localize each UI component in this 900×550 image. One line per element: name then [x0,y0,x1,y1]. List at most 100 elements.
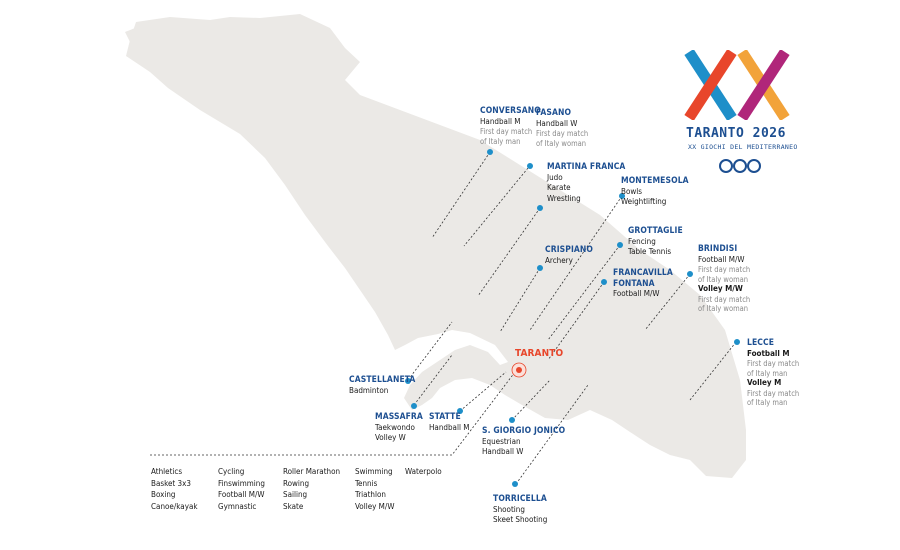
venue-sport: Volley W [375,433,406,442]
venue-dot-martina-franca [537,205,543,211]
venue-label-fasano: FASANO Handball W First day match of Ita… [536,108,588,148]
venue-dot-torricella [512,481,518,487]
venue-note: First day match [747,388,800,398]
venue-label-torricella: TORRICELLA Shooting Skeet Shooting [493,494,547,526]
venue-note: First day match [698,265,751,274]
venue-sport: Karate [547,183,571,192]
leader-line-lecce [689,341,737,401]
venue-note: First day match [480,127,533,136]
venue-sport: Equestrian [482,436,521,446]
venue-sport: Handball M [429,422,470,432]
venue-label-massafra: MASSAFRA Taekwondo Volley W [375,412,423,444]
venue-dot-sgiorgio [509,417,515,423]
sport-item: Volley M/W [355,501,395,511]
venue-label-statte: STATTE Handball M [429,412,469,433]
leader-line-sgiorgio [511,379,551,421]
sport-item: Finswimming [218,478,265,488]
leader-line-fasano [463,167,529,247]
sport-item: Basket 3x3 [151,478,191,488]
leader-line-castellaneta [407,321,453,381]
venue-name: TORRICELLA [493,494,547,504]
venue-dot-conversano [487,149,493,155]
venue-note: of Italy woman [536,138,587,148]
venue-note: of Italy man [747,368,788,378]
venue-name: GROTTAGLIE [628,226,683,236]
venue-label-montemesola: MONTEMESOLA Bowls Weightlifting [621,176,689,208]
venue-sport: Football M [747,348,790,358]
venue-label-grottaglie: GROTTAGLIE Fencing Table Tennis [628,226,683,258]
leader-line-taranto [150,371,516,456]
sport-item: Cycling [218,467,245,476]
logo-title: TARANTO 2026 [686,126,786,141]
venue-label-brindisi: BRINDISI Football M/W First day match of… [698,244,750,314]
leader-line-crispiano [499,267,541,333]
host-label-taranto: TARANTO [515,348,564,360]
taranto-sports-col-4: Swimming Tennis Triathlon Volley M/W [355,466,394,512]
venue-sport: Judo [547,172,563,182]
host-city-name: TARANTO [515,348,564,359]
sport-item: Boxing [151,490,176,499]
venue-label-lecce: LECCE Football M First day match of Ital… [747,338,799,408]
leader-line-massafra [413,354,453,406]
venue-name-line2: FONTANA [613,278,655,289]
leader-line-torricella [515,384,589,485]
host-marker-dot [516,367,522,373]
xx-logo-icon [684,50,790,120]
taranto-sports-col-1: Athletics Basket 3x3 Boxing Canoe/kayak [151,466,198,512]
venue-dot-montemesola [619,193,625,199]
venue-name: MASSAFRA [375,412,423,422]
sport-item: Tennis [355,478,378,488]
leader-lines [150,151,737,485]
venue-label-crispiano: CRISPIANO Archery [545,245,593,266]
leader-line-martina-franca [477,207,541,297]
venue-dot-fasano [527,163,533,169]
venue-name: BRINDISI [698,244,738,254]
venue-note: of Italy woman [698,274,749,284]
venue-note: of Italy man [480,136,521,146]
venue-sport: Wrestling [547,193,581,203]
venue-label-castellaneta: CASTELLANETA Badminton [349,375,415,396]
sport-item: Canoe/kayak [151,501,198,511]
venue-note: First day match [747,359,800,368]
taranto-sports-col-3: Roller Marathon Rowing Sailing Skate [283,466,340,512]
venue-name: S. GIORGIO JONICO [482,426,566,436]
venue-dot-crispiano [537,265,543,271]
venue-name: LECCE [747,338,775,348]
venue-name: STATTE [429,412,461,422]
venue-note: First day match [698,294,751,304]
venue-name: CONVERSANO [480,106,541,116]
venue-note: of Italy man [747,398,788,407]
venue-name: FRANCAVILLA [613,268,673,278]
sport-item: Triathlon [355,490,386,499]
sport-item: Sailing [283,490,308,499]
venue-name: CRISPIANO [545,245,594,255]
venue-name: MARTINA FRANCA [547,162,626,172]
sport-item: Athletics [151,467,183,476]
sport-item: Swimming [355,467,393,476]
sport-item: Rowing [283,478,310,488]
sport-item: Gymnastic [218,501,257,511]
venue-name: CASTELLANETA [349,375,416,385]
venue-name: FASANO [536,108,572,118]
puglia-region-shape [126,14,746,478]
gargano-shape [125,22,180,55]
venue-dot-castellaneta [405,378,411,384]
venue-sport: Taekwondo [375,422,415,432]
venue-sport: Shooting [493,504,525,514]
sport-item: Waterpolo [405,467,442,476]
taranto-2026-logo: TARANTO 2026 XX GIOCHI DEL MEDITERRANEO [680,48,800,178]
venue-label-francavilla-fontana: FRANCAVILLA FONTANA Football M/W [613,268,673,300]
venue-dot-lecce [734,339,740,345]
venue-sport: Badminton [349,385,389,395]
venue-sport: Handball M [480,116,521,126]
venue-sport: Weightlifting [621,197,667,206]
taranto-sports-col-2: Cycling Finswimming Football M/W Gymnast… [218,466,265,512]
venue-sport: Handball W [482,447,524,456]
logo-subtitle: XX GIOCHI DEL MEDITERRANEO [688,143,798,151]
venue-dot-francavilla [601,279,607,285]
leader-line-montemesola [529,195,623,331]
venue-sport: Table Tennis [628,247,672,256]
venue-dot-brindisi [687,271,693,277]
venue-sport: Bowls [621,186,642,196]
